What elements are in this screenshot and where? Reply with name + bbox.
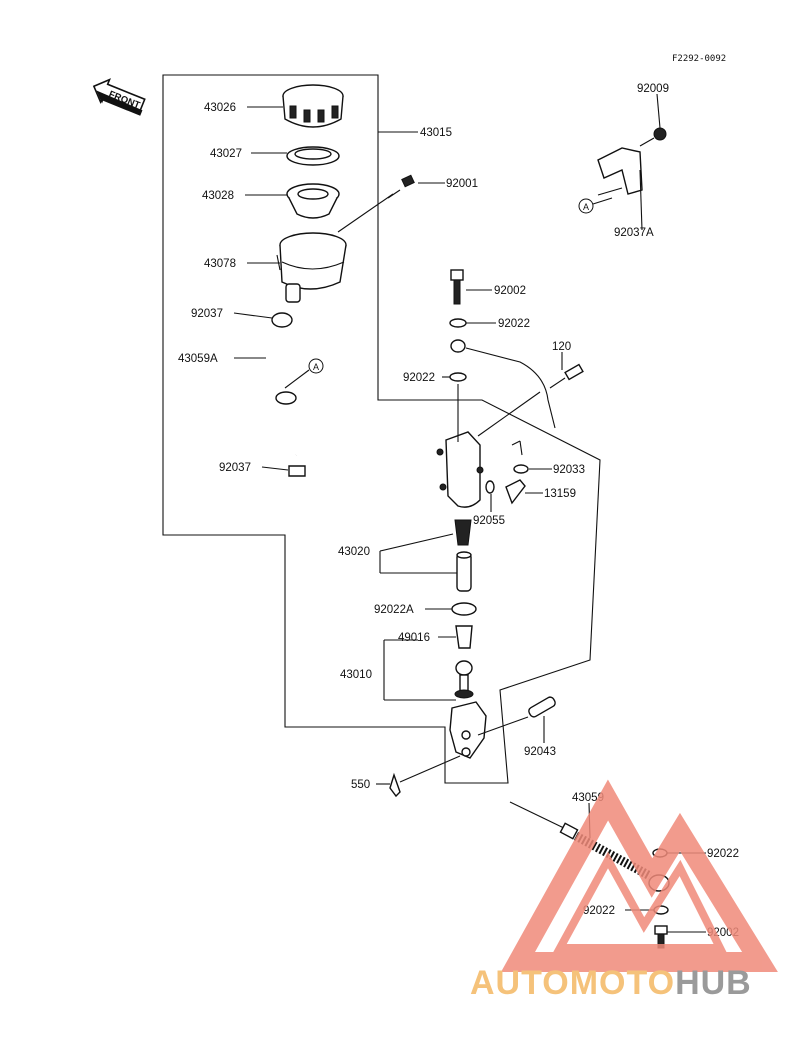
label-43059A: 43059A <box>178 353 218 365</box>
label-92022A: 92022A <box>374 604 414 616</box>
watermark-text: AUTOMOTOHUB <box>470 964 752 1002</box>
fitting-parts <box>485 440 529 505</box>
label-92037-bottom: 92037 <box>219 462 251 474</box>
ref-mark-A-left: A <box>284 358 324 389</box>
screw-92001 <box>337 174 415 233</box>
svg-text:A: A <box>313 362 319 372</box>
label-43015: 43015 <box>420 127 452 139</box>
assembly-outline <box>162 74 601 784</box>
label-43020: 43020 <box>338 546 370 558</box>
reservoir-cap <box>282 84 344 128</box>
master-cylinder-body <box>436 430 484 508</box>
cotter-pin-550 <box>389 755 461 798</box>
front-arrow-icon: FRONT <box>92 78 146 116</box>
label-49016: 49016 <box>398 632 430 644</box>
label-550: 550 <box>351 779 370 791</box>
watermark-logo <box>501 779 778 972</box>
label-92009: 92009 <box>637 83 669 95</box>
pin-92043 <box>528 696 556 718</box>
label-92022-a: 92022 <box>498 318 530 330</box>
watermark-brand-part2: HUB <box>675 964 752 1002</box>
hose-clamp-top <box>271 312 293 328</box>
push-rod <box>449 660 487 759</box>
svg-text:AUTOMOTOHUB: AUTOMOTOHUB <box>470 964 752 1002</box>
spring-assembly <box>454 519 472 592</box>
label-13159: 13159 <box>544 488 576 500</box>
bolt-120 <box>477 363 584 437</box>
diaphragm-plate <box>286 146 340 166</box>
label-43026: 43026 <box>204 102 236 114</box>
hose-clamp-bottom <box>288 465 306 477</box>
label-92043: 92043 <box>524 746 556 758</box>
label-43027: 43027 <box>210 148 242 160</box>
diagram-code: F2292-0092 <box>672 54 726 64</box>
watermark-brand-part1: AUTOMOTO <box>470 964 675 1002</box>
label-92037-top: 92037 <box>191 308 223 320</box>
label-92022-c: 92022 <box>707 848 739 860</box>
reservoir <box>276 232 347 303</box>
label-92055: 92055 <box>473 515 505 527</box>
label-43078: 43078 <box>204 258 236 270</box>
label-43028: 43028 <box>202 190 234 202</box>
label-92022-b: 92022 <box>403 372 435 384</box>
label-120: 120 <box>552 341 571 353</box>
banjo-bolt-top <box>449 269 467 430</box>
boot-49016 <box>455 625 473 649</box>
label-43059: 43059 <box>572 792 604 804</box>
label-92037A: 92037A <box>614 227 654 239</box>
leader-lines <box>233 93 706 933</box>
diaphragm <box>286 183 340 219</box>
ref-mark-A-right: A <box>578 197 613 214</box>
label-92022-d: 92022 <box>583 905 615 917</box>
svg-text:A: A <box>583 202 589 212</box>
label-92001: 92001 <box>446 178 478 190</box>
brake-hose-upper <box>465 347 556 429</box>
label-92002-top: 92002 <box>494 285 526 297</box>
bracket-clamp <box>597 127 667 231</box>
washer-92022A <box>451 602 477 616</box>
label-43010: 43010 <box>340 669 372 681</box>
label-92033: 92033 <box>553 464 585 476</box>
